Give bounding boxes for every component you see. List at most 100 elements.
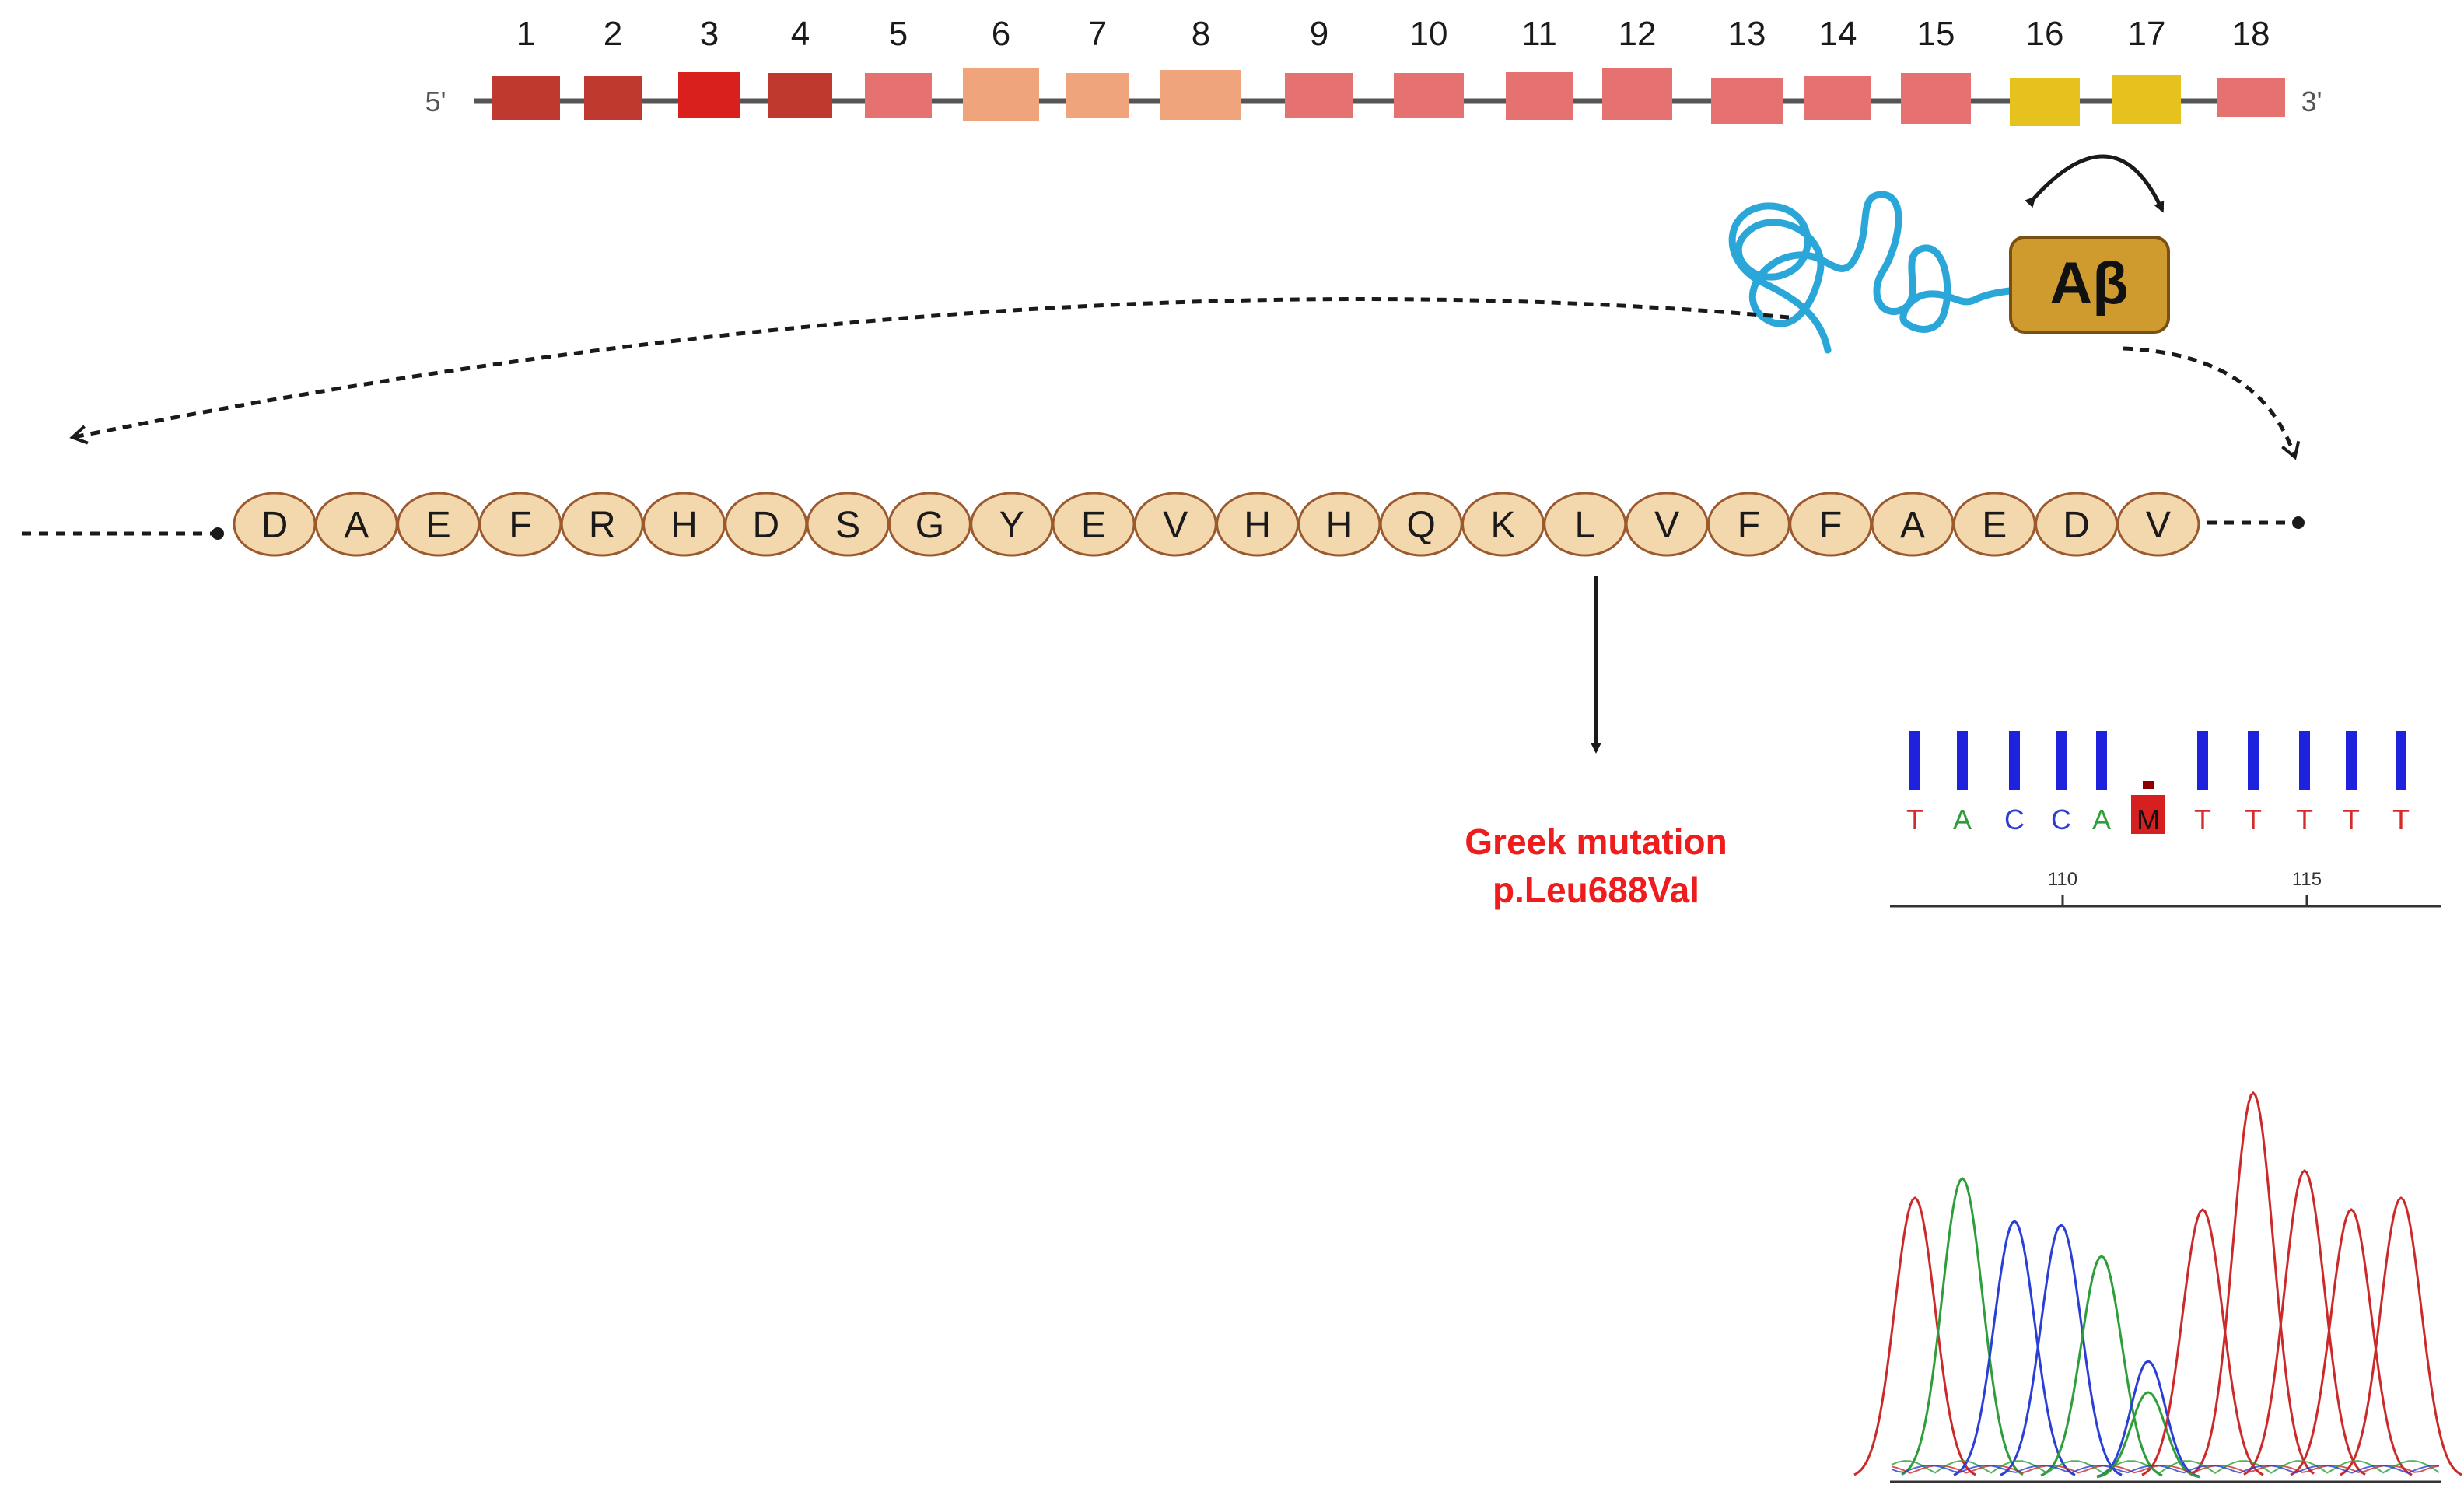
left-dotted-arrow <box>69 297 1790 445</box>
base-call-T: T <box>2392 804 2410 835</box>
exon-number-4: 4 <box>791 15 810 53</box>
residue-13: H <box>1216 492 1300 557</box>
exon-10 <box>1394 73 1464 118</box>
exon-number-17: 17 <box>2128 15 2166 53</box>
residue-17: L <box>1543 492 1627 557</box>
quality-bar <box>2299 731 2310 790</box>
exon-number-15: 15 <box>1917 15 1955 53</box>
five-prime-label: 5' <box>425 86 446 117</box>
trace-peak-6 <box>2096 1360 2200 1478</box>
residue-10: Y <box>970 492 1054 557</box>
base-call-T: T <box>2343 804 2360 835</box>
residue-12: V <box>1133 492 1217 557</box>
residue-letter: V <box>1163 505 1188 546</box>
residue-3: E <box>397 492 481 557</box>
residue-letter: A <box>1900 505 1925 546</box>
residue-circle <box>2116 492 2200 557</box>
abeta-label: Aβ <box>2049 250 2128 317</box>
quality-bar <box>2096 731 2107 790</box>
residue-1: D <box>233 492 317 557</box>
residue-7: D <box>724 492 808 557</box>
base-call-T: T <box>1906 804 1923 835</box>
trace-peak-1 <box>1853 1196 1976 1476</box>
quality-bar-low <box>2143 781 2154 789</box>
trace-peak-8 <box>2141 1208 2264 1476</box>
trace-peak-10 <box>2243 1169 2366 1476</box>
exon-11 <box>1506 72 1573 120</box>
exon-number-11: 11 <box>1521 15 1557 53</box>
mutation-hgvs: p.Leu688Val <box>1493 870 1699 910</box>
residue-22: E <box>1952 492 2036 557</box>
residue-letter: V <box>1654 505 1679 546</box>
quality-bars <box>1909 731 2406 790</box>
trace-noise <box>1891 1460 2440 1475</box>
position-axis: 110 115 <box>1890 869 2441 908</box>
position-label-110: 110 <box>2048 869 2077 890</box>
exon-9 <box>1285 73 1353 118</box>
residue-letter: H <box>670 505 698 546</box>
exon-18 <box>2217 78 2285 117</box>
exon-8 <box>1160 70 1241 120</box>
exon-4 <box>768 73 832 118</box>
base-call-T: T <box>2296 804 2313 835</box>
exon-number-10: 10 <box>1410 15 1448 53</box>
exon-number-8: 8 <box>1192 15 1210 53</box>
residue-letter: R <box>589 505 616 546</box>
abeta-region: Aβ <box>1728 154 2170 354</box>
trace-peak-3 <box>1953 1220 2076 1476</box>
exon-12 <box>1602 68 1672 120</box>
residue-letter: A <box>344 505 369 546</box>
mutation-name: Greek mutation <box>1465 821 1727 862</box>
trace-peak-11 <box>2290 1208 2413 1476</box>
sequence-end-dot-right <box>2292 516 2305 529</box>
quality-bar <box>2346 731 2357 790</box>
residue-24: V <box>2116 492 2200 557</box>
base-call-T: T <box>2194 804 2211 835</box>
residue-20: F <box>1789 492 1873 557</box>
residue-5: R <box>560 492 644 557</box>
trace-peak-2 <box>1901 1177 2024 1476</box>
quality-bar <box>1909 731 1920 790</box>
residue-6: H <box>642 492 726 557</box>
residue-8: S <box>806 492 890 557</box>
base-call-C: C <box>2051 804 2071 835</box>
base-call-A: A <box>2092 804 2111 835</box>
exon-number-3: 3 <box>700 15 719 53</box>
residue-letter: F <box>1738 505 1760 546</box>
exon-number-6: 6 <box>992 15 1010 53</box>
quality-bar <box>2056 731 2067 790</box>
residue-11: E <box>1052 492 1136 557</box>
trace-peak-12 <box>2340 1196 2462 1476</box>
residue-letter: E <box>1081 505 1106 546</box>
residue-letter: D <box>752 505 779 546</box>
exon-number-5: 5 <box>889 15 908 53</box>
residue-21: A <box>1871 492 1955 557</box>
base-call-C: C <box>2004 804 2025 835</box>
trace-peak-5 <box>2040 1255 2163 1477</box>
residue-letter: D <box>261 505 289 546</box>
quality-bar <box>1957 731 1968 790</box>
residue-letter: F <box>509 505 531 546</box>
base-call-T: T <box>2245 804 2262 835</box>
exon-number-12: 12 <box>1619 15 1657 53</box>
exon-6 <box>963 68 1039 121</box>
residue-2: A <box>314 492 398 557</box>
residue-19: F <box>1706 492 1790 557</box>
exon-number-13: 13 <box>1728 15 1766 53</box>
exon-number-2: 2 <box>604 15 622 53</box>
mutation-annotation: Greek mutation p.Leu688Val <box>1465 576 1727 910</box>
exon-number-14: 14 <box>1819 15 1857 53</box>
exon-7 <box>1066 73 1129 118</box>
residue-23: D <box>2035 492 2119 557</box>
residue-letter: H <box>1326 505 1353 546</box>
projection-arrows <box>69 297 2301 460</box>
exon-17 <box>2112 75 2181 124</box>
residue-letter: Q <box>1407 505 1436 546</box>
residue-16: K <box>1461 492 1545 557</box>
trace-peak-9 <box>2192 1091 2315 1475</box>
